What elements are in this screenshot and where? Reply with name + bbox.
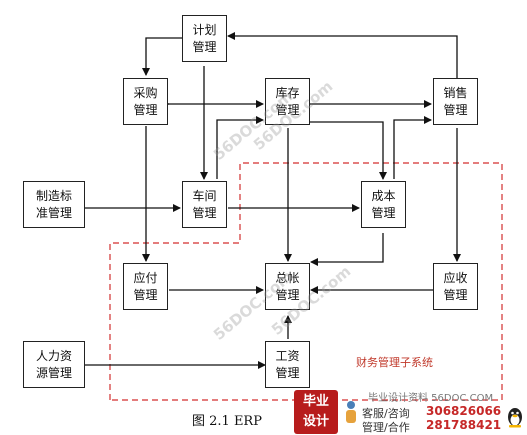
node-payable: 应付 管理 xyxy=(123,263,168,310)
watermark-contact-block: 毕业设计资料 56DOC.COM 客服/咨询 管理/合作 306826066 2… xyxy=(342,388,527,434)
node-receivable: 应收 管理 xyxy=(433,263,478,310)
arrow-inventory-to-cost xyxy=(310,121,387,180)
node-payroll: 工资 管理 xyxy=(265,341,310,388)
arrow-cost-to-ledger xyxy=(310,233,384,266)
arrow-sales-to-plan xyxy=(227,32,458,78)
node-sales: 销售 管理 xyxy=(433,78,478,125)
finance-subsystem-label: 财务管理子系统 xyxy=(356,356,433,369)
watermark-number-2: 281788421 xyxy=(426,418,502,432)
watermark-service-consult: 客服/咨询 xyxy=(362,407,410,420)
watermark-service-cooperate: 管理/合作 xyxy=(362,421,410,434)
node-general-ledger: 总帐 管理 xyxy=(265,263,310,310)
arrow-cost-to-sales xyxy=(393,116,432,179)
person-icon xyxy=(346,401,356,423)
watermark-logo: 毕业 设计 xyxy=(294,390,338,434)
figure-caption: 图 2.1 ERP xyxy=(192,414,262,429)
finance-subsystem-boundary xyxy=(109,162,503,401)
node-human-resources: 人力资 源管理 xyxy=(23,341,85,388)
node-purchase: 采购 管理 xyxy=(123,78,168,125)
node-manufacturing-standards: 制造标 准管理 xyxy=(23,181,85,228)
arrow-workshop-to-inventory xyxy=(216,116,264,179)
penguin-icon xyxy=(508,408,522,428)
arrow-plan-to-purchase xyxy=(142,37,182,76)
node-workshop: 车间 管理 xyxy=(182,181,227,228)
node-cost: 成本 管理 xyxy=(361,181,406,228)
watermark-site-text: 毕业设计资料 56DOC.COM xyxy=(368,393,494,404)
node-inventory: 库存 管理 xyxy=(265,78,310,125)
watermark-number-1: 306826066 xyxy=(426,404,502,418)
node-plan: 计划 管理 xyxy=(182,15,227,62)
